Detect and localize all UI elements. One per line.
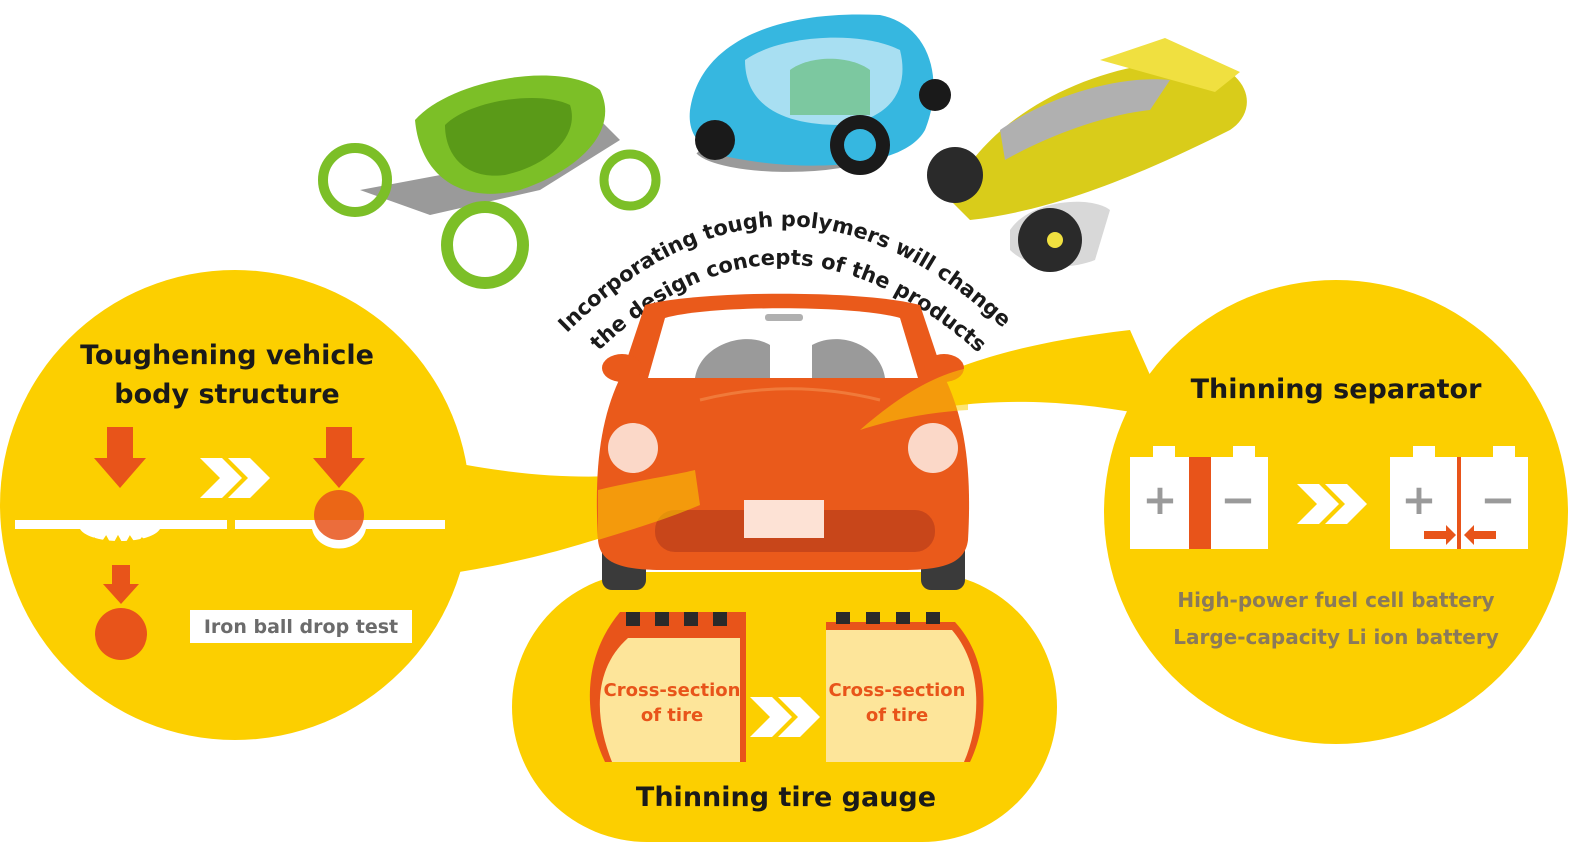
right-circle [1104,280,1568,744]
test-label: Iron ball drop test [204,616,398,638]
tire-after-label-line1: Cross-section [829,680,966,701]
tire-before [589,612,746,762]
battery-icon [1390,446,1528,549]
yellow-concept-vehicle-icon [927,38,1247,272]
battery-label-1: High-power fuel cell battery [1177,588,1494,612]
green-concept-vehicle-icon [318,75,661,289]
chevron-arrow-icon [200,458,270,498]
right-connector-overlay [860,368,968,430]
blue-concept-vehicle-icon [689,14,951,175]
chevron-arrow-icon [1297,484,1367,524]
iron-ball-icon [95,608,147,660]
chevron-arrow-icon [750,697,820,737]
separator-title: Thinning separator [1191,374,1482,405]
left-connector-overlay [598,470,700,540]
iron-ball-icon [314,490,364,540]
dented-plate [235,490,445,549]
orange-car-icon [596,293,970,590]
battery-icon [1130,446,1268,549]
body-title-line2: body structure [114,379,339,410]
minus-sign: − [1480,475,1515,524]
tire-before-label-line1: Cross-section [604,680,741,701]
body-title-line1: Toughening vehicle [80,340,374,371]
plus-sign: + [1142,475,1177,524]
down-arrow-icon [103,565,139,604]
cracked-plate [15,520,227,553]
down-arrow-icon [313,427,365,488]
plus-sign: + [1401,475,1436,524]
tire-after [826,612,984,762]
tire-before-label-line2: of tire [641,705,703,726]
tire-title: Thinning tire gauge [636,782,936,813]
test-label-box [190,610,412,643]
minus-sign: − [1220,475,1255,524]
tire-after-label-line2: of tire [866,705,928,726]
down-arrow-icon [94,427,146,488]
battery-label-2: Large-capacity Li ion battery [1173,625,1498,649]
